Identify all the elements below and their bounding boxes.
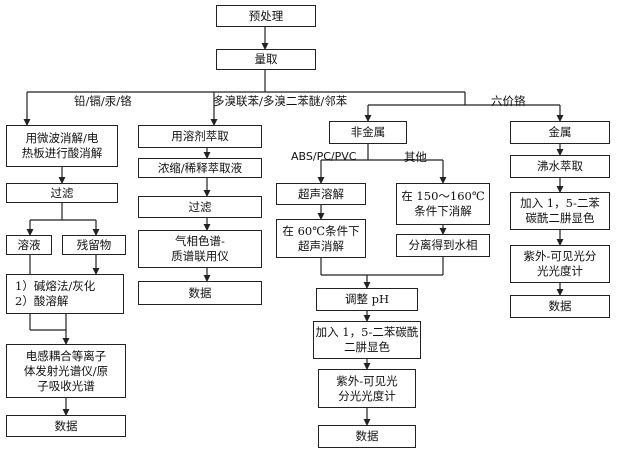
branch-label-abs-pc-pvc: ABS/PC/PVC — [291, 150, 357, 163]
solution-step: 溶液 — [6, 235, 52, 255]
boiling-water-extraction-step: 沸水萃取 — [510, 155, 610, 178]
pretreatment-step: 预处理 — [216, 5, 316, 27]
alkali-fusion-step: 1）碱熔法/灰化 2）酸溶解 — [6, 274, 124, 314]
metal-step: 金属 — [510, 121, 610, 144]
separate-aqueous-step: 分离得到水相 — [396, 234, 490, 257]
data-result-col2: 数据 — [138, 281, 262, 305]
add-reagent-step-col3: 加入 1，5-二苯碳酰 二肼显色 — [313, 321, 421, 359]
nonmetal-step: 非金属 — [329, 121, 407, 144]
solvent-extraction-step: 用溶剂萃取 — [138, 125, 262, 148]
branch-label-metals: 铅/镉/汞/铬 — [74, 94, 132, 108]
adjust-ph-step: 调整 pH — [316, 288, 418, 311]
add-reagent-step-col4: 加入 1，5-二苯 碳酰二肼显色 — [510, 192, 610, 230]
data-result-col3: 数据 — [318, 425, 416, 448]
ultrasonic-dissolve-step: 超声溶解 — [276, 183, 366, 205]
digest-150c-step: 在 150～160℃ 条件下消解 — [396, 183, 490, 225]
branch-label-hexavalent-chromium: 六价铬 — [491, 94, 526, 108]
uv-vis-step-col3: 紫外-可见光 分光光度计 — [318, 369, 416, 408]
branch-label-brominated: 多溴联苯/多溴二苯醚/邻苯 — [213, 94, 348, 108]
concentrate-dilute-step: 浓缩/稀释萃取液 — [138, 158, 262, 178]
data-result-col1: 数据 — [6, 415, 126, 437]
residue-step: 残留物 — [62, 235, 126, 255]
acid-digestion-step: 用微波消解/电 热板进行酸消解 — [6, 125, 118, 167]
gc-ms-step: 气相色谱- 质谱联用仪 — [138, 230, 262, 268]
ultrasonic-digest-60c-step: 在 60℃条件下 超声消解 — [276, 219, 366, 258]
icp-analysis-step: 电感耦合等离子 体发射光谱仪/原 子吸收光谱 — [6, 344, 126, 398]
branch-label-other: 其他 — [404, 150, 427, 164]
filter-step-col1: 过滤 — [6, 183, 118, 203]
uv-vis-step-col4: 紫外-可见光分 光光度计 — [510, 245, 610, 283]
data-result-col4: 数据 — [510, 295, 610, 318]
weigh-step: 量取 — [216, 49, 316, 70]
filter-step-col2: 过滤 — [138, 196, 262, 218]
